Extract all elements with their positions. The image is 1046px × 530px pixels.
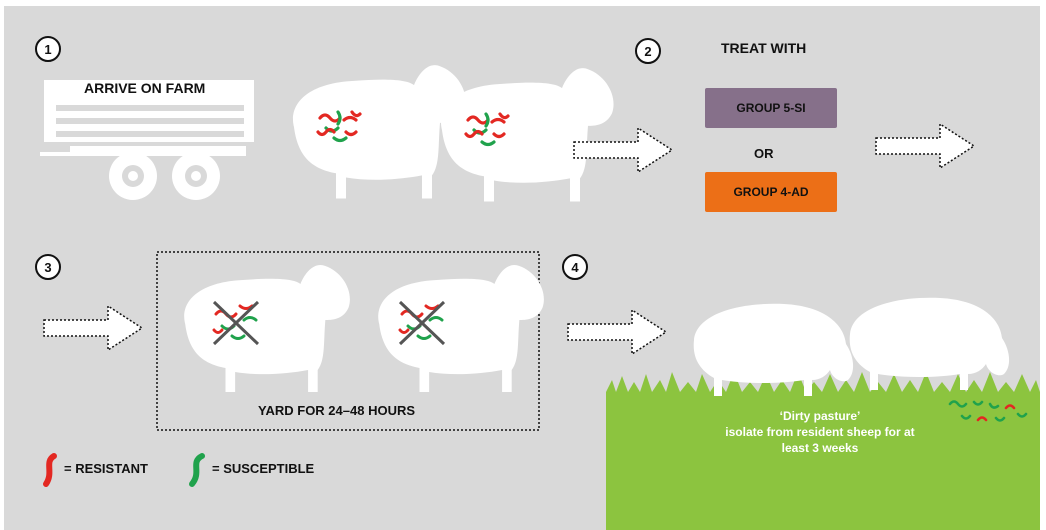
cross-icon [212, 300, 260, 346]
dotted-arrow-icon [567, 308, 668, 356]
yard-duration-label: YARD FOR 24–48 HOURS [258, 403, 416, 418]
dirty-pasture-body: isolate from resident sheep for at least… [725, 425, 915, 455]
treat-with-label: TREAT WITH [721, 40, 807, 56]
group-4ad-option: GROUP 4-AD [705, 172, 837, 212]
dotted-arrow-icon [43, 304, 144, 352]
arrive-on-farm-label: ARRIVE ON FARM [84, 80, 206, 96]
susceptible-worm-icon [189, 453, 205, 487]
trailer-icon [40, 80, 254, 200]
step-badge-1: 1 [35, 36, 61, 62]
or-label: OR [754, 146, 774, 161]
step-number-3: 3 [44, 260, 51, 275]
step-badge-2: 2 [635, 38, 661, 64]
cross-icon [398, 300, 446, 346]
grass-icon [606, 372, 1040, 530]
dirty-pasture-note: ‘Dirty pasture’ isolate from resident sh… [690, 408, 950, 456]
step-number-1: 1 [44, 42, 51, 57]
group-5si-option: GROUP 5-SI [705, 88, 837, 128]
resistant-worm-icon [43, 453, 57, 487]
dirty-pasture-title: ‘Dirty pasture’ [779, 409, 861, 423]
legend-susceptible: = SUSCEPTIBLE [212, 461, 315, 476]
worm-icon [316, 110, 362, 143]
step-badge-3: 3 [35, 254, 61, 280]
dotted-arrow-icon [875, 122, 976, 170]
worm-icon [948, 400, 1028, 422]
dotted-arrow-icon [573, 126, 674, 174]
step-number-4: 4 [571, 260, 579, 275]
legend-resistant: = RESISTANT [64, 461, 148, 476]
worm-icon [464, 112, 510, 147]
step-badge-4: 4 [562, 254, 588, 280]
step-number-2: 2 [644, 44, 651, 59]
